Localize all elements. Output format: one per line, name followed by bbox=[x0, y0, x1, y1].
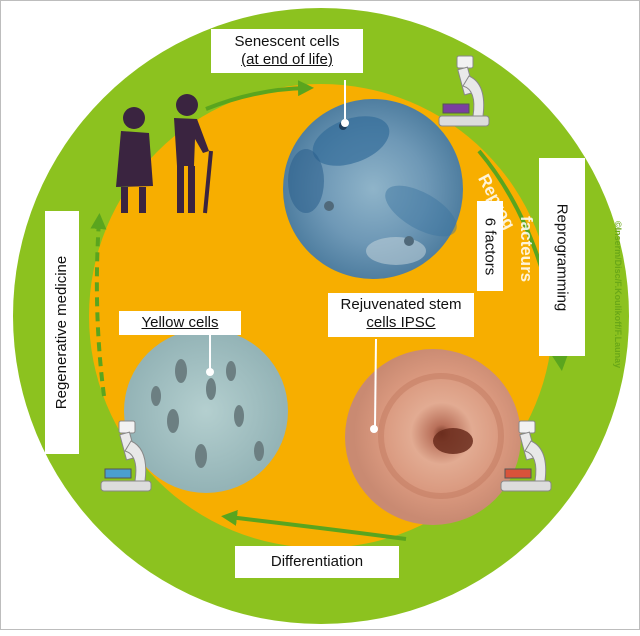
arrow-left-dashed bbox=[90, 213, 107, 397]
senescent-line-1: Senescent cells bbox=[234, 33, 340, 50]
arrow-bottom bbox=[221, 509, 407, 541]
rejuvenated-label: Rejuvenated stem cells IPSC bbox=[328, 293, 474, 337]
facteurs-fragment-text: facteurs bbox=[517, 216, 536, 283]
ipsc-image bbox=[345, 338, 521, 525]
regenerative-medicine-label: Regenerative medicine bbox=[45, 211, 79, 454]
copyright-credit: ©Inserm/Disc/F.Koulikoff/F.Launay bbox=[613, 221, 623, 369]
reprogramming-text: Reprogramming bbox=[553, 203, 571, 311]
yellow-cells-image bbox=[124, 329, 288, 493]
rejuvenated-line-1: Rejuvenated stem bbox=[340, 296, 462, 313]
reprogramming-label: Reprogramming bbox=[539, 158, 585, 356]
senescent-cells-label: Senescent cells (at end of life) bbox=[211, 29, 363, 73]
microscope-icon bbox=[438, 55, 490, 127]
regenerative-medicine-text: Regenerative medicine bbox=[53, 255, 71, 410]
arrow-top bbox=[205, 80, 314, 111]
yellow-cells-text: Yellow cells bbox=[141, 314, 219, 331]
six-factors-label: 6 factors bbox=[477, 201, 503, 291]
microscope-icon bbox=[100, 420, 152, 492]
elderly-couple-icon bbox=[116, 94, 213, 214]
differentiation-text: Differentiation bbox=[270, 553, 364, 570]
yellow-cells-label: Yellow cells bbox=[119, 311, 241, 335]
senescent-cells-image bbox=[283, 80, 463, 279]
senescent-line-2: (at end of life) bbox=[241, 51, 333, 68]
rejuvenated-line-2: cells IPSC bbox=[366, 314, 436, 331]
microscope-icon bbox=[500, 420, 552, 492]
six-factors-text: 6 factors bbox=[481, 217, 499, 275]
differentiation-label: Differentiation bbox=[235, 546, 399, 578]
